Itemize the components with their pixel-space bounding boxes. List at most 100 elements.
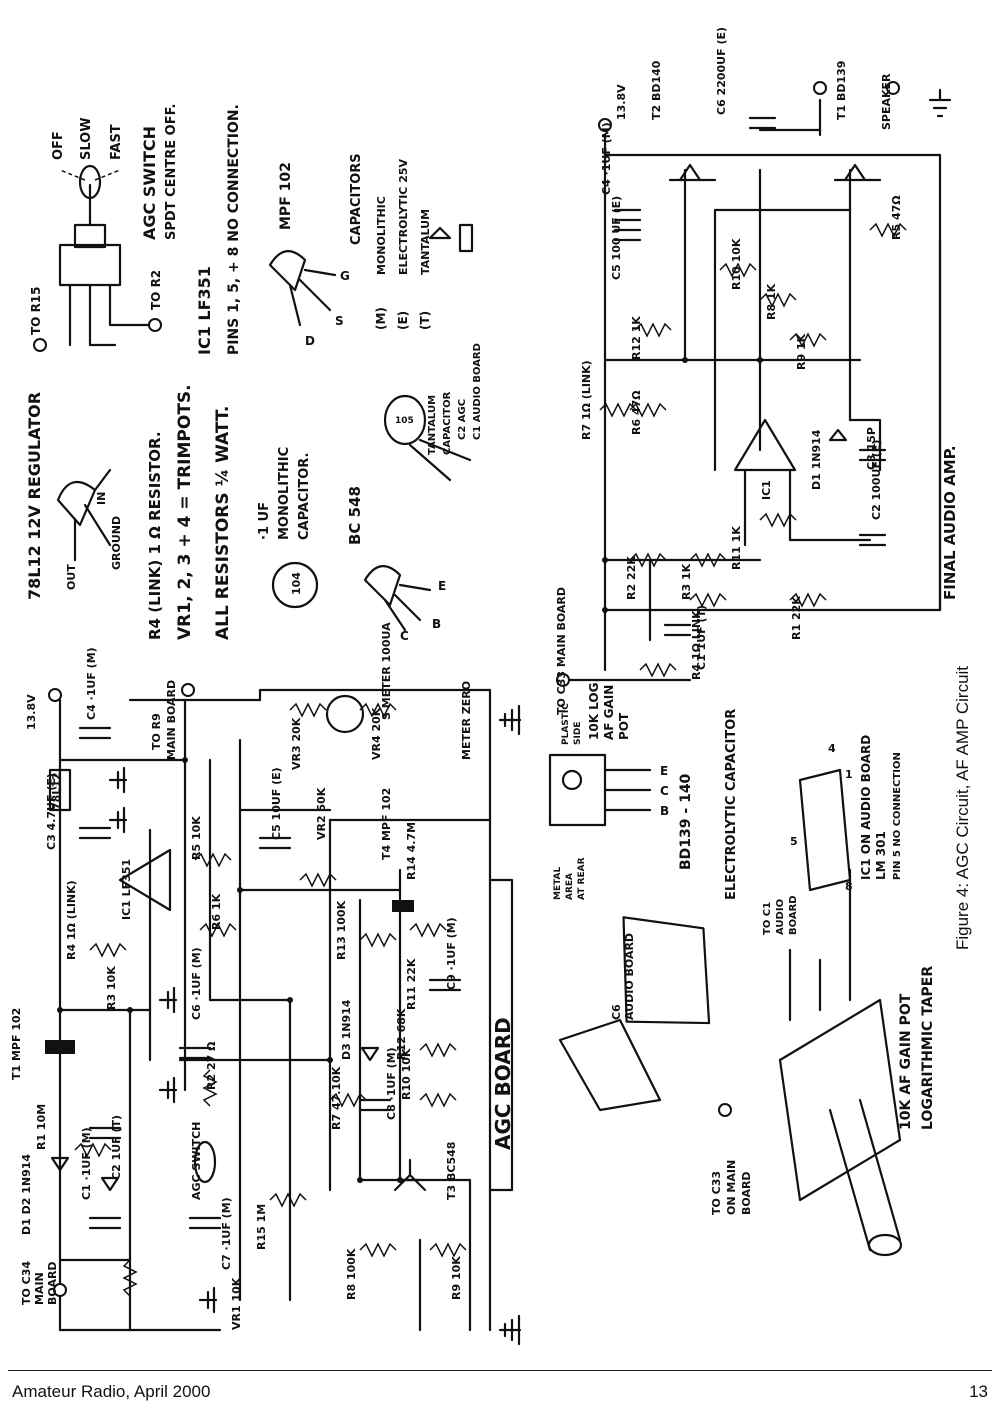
pot-label-2: AF GAIN xyxy=(602,685,616,740)
bd-pin-c: C xyxy=(660,784,669,798)
audio-part-label: C6 2200UF (E) xyxy=(715,27,728,115)
agc-part-label: T1 MPF 102 xyxy=(10,1008,23,1080)
agc-part-label: R11 22K xyxy=(405,958,418,1010)
schematic-diagram: 78L12 12V REGULATOR OUT GROUND IN R4 (LI… xyxy=(10,27,959,1346)
cap-type-t-name: TANTALUM xyxy=(419,209,432,275)
mpf-pin-g: G xyxy=(340,269,350,283)
speaker-label: SPEAKER xyxy=(880,73,893,130)
agc-in-3: BOARD xyxy=(46,1261,59,1305)
bc548-pin-e: E xyxy=(438,579,446,593)
audio-in-label: TO C33 MAIN BOARD xyxy=(555,587,568,715)
audio-part-label: R2 22K xyxy=(625,556,638,600)
agc-part-label: VR2 50K xyxy=(315,787,328,840)
pot-label-3: POT xyxy=(617,712,631,740)
electrolytic-label: ELECTROLYTIC CAPACITOR xyxy=(724,709,739,900)
audio-part-label: R12 1K xyxy=(630,316,643,360)
agc-part-label: D3 1N914 xyxy=(340,999,353,1060)
agc-part-label: T3 BC548 xyxy=(445,1142,458,1200)
tant-label-1: TANTALUM xyxy=(427,395,438,455)
bd-type: BD139 - 140 xyxy=(678,773,694,870)
agc-part-label: R2 27 Ω xyxy=(205,1041,218,1090)
c6-audio-1: C6 xyxy=(610,1004,623,1020)
agc-part-label: C9 ·1UF (M) xyxy=(445,917,458,990)
to-r15: TO R15 xyxy=(29,286,43,335)
audio-part-label: C3 15P xyxy=(865,427,878,470)
reg-pin-in: IN xyxy=(95,492,108,505)
pot-label-1: 10K LOG. xyxy=(587,678,601,740)
agc-in-1: TO C34 xyxy=(20,1261,33,1305)
audio-part-label: D1 1N914 xyxy=(810,429,823,490)
audio-part-label: C2 100UF (E) xyxy=(870,440,883,520)
audio-part-labels: T2 BD140 C6 2200UF (E) T1 BD139 C4 ·1UF (M)… xyxy=(580,27,903,680)
agc-part-label: R6 1K xyxy=(210,893,223,930)
agc-part-label: D1 D2 1N914 xyxy=(20,1154,33,1235)
agc-part-label: R4 1Ω (LINK) xyxy=(65,880,78,960)
chip-pin-4: 4 xyxy=(828,742,836,755)
resistors-note: ALL RESISTORS ¼ WATT. xyxy=(213,406,233,640)
agc-part-label: R8 100K xyxy=(345,1248,358,1300)
agc-part-label: C2 1UF (T) xyxy=(110,1115,123,1180)
plastic-side-1: PLASTIC xyxy=(561,703,571,745)
to-c1-2: AUDIO xyxy=(775,899,786,935)
agc-part-label: R7 47.10K xyxy=(330,1066,343,1130)
agc-part-label: C6 ·1UF (M) xyxy=(190,947,203,1020)
audio-part-label: T1 BD139 xyxy=(835,61,848,120)
cap-type-t-code: (T) xyxy=(418,311,432,330)
to-r2: TO R2 xyxy=(149,270,163,310)
audio-part-label: R6 47Ω xyxy=(630,390,643,435)
bd-pin-b: B xyxy=(660,804,669,818)
agc-part-label: R3 10K xyxy=(105,966,118,1010)
chip-pin-5: 5 xyxy=(790,835,798,848)
r4-link-note: R4 (LINK) 1 Ω RESISTOR. xyxy=(146,431,164,640)
tant-label-2: CAPACITOR xyxy=(442,391,453,455)
capacitors-title: CAPACITORS xyxy=(349,153,364,245)
agc-part-label: R5 10K xyxy=(190,816,203,860)
metal-area-2: AREA xyxy=(565,873,575,900)
agc-part-label: VR4 20K xyxy=(370,707,383,760)
page-number: 13 xyxy=(969,1382,988,1401)
audio-part-label: IC1 xyxy=(760,480,773,500)
metal-area-3: AT REAR xyxy=(577,857,587,900)
figure-caption: Figure 4: AGC Circuit, AF AMP Circuit xyxy=(953,665,972,951)
to-c33-2: ON MAIN xyxy=(725,1160,738,1215)
audio-part-label: R3 1K xyxy=(680,563,693,600)
agc-part-label: VR1 10K xyxy=(230,1277,243,1330)
agc-part-label: R13 100K xyxy=(335,900,348,960)
audio-amp-circuit xyxy=(556,81,952,687)
agc-circuit xyxy=(45,683,522,1346)
cap-type-m-code: (M) xyxy=(374,307,388,330)
agc-switch-note-2: SPDT CENTRE OFF. xyxy=(164,104,179,241)
tant-code: 105 xyxy=(395,416,414,426)
agc-part-label: R14 4.7M xyxy=(405,822,418,880)
cap-desc-3: CAPACITOR. xyxy=(297,453,312,540)
agc-part-label: R12 68K xyxy=(395,1008,408,1060)
ic-chip-3: PIN 5 NO CONNECTION xyxy=(892,752,903,880)
regulator-note: 78L12 12V REGULATOR xyxy=(25,392,44,600)
agc-part-label: C5 10UF (E) xyxy=(270,767,283,840)
tant-label-4: C1 AUDIO BOARD xyxy=(472,343,483,440)
switch-fast: FAST xyxy=(109,124,124,160)
bc548-pin-c: C xyxy=(400,629,409,643)
cap-type-m-name: MONOLITHIC xyxy=(375,196,388,275)
footer-divider xyxy=(8,1370,992,1371)
chip-pin-1: 1 xyxy=(845,768,853,781)
audio-part-label: R11 1K xyxy=(730,526,743,570)
to-c33-1: TO C33 xyxy=(710,1171,723,1215)
audio-part-label: R5 47Ω xyxy=(890,195,903,240)
mpf102-note: MPF 102 xyxy=(278,162,294,230)
ic-chip-1: IC1 ON AUDIO BOARD xyxy=(859,735,873,880)
agc-part-label: METER ZERO xyxy=(460,681,473,760)
audio-part-label: R4 1Ω LINK xyxy=(690,610,703,680)
agc-part-label: C8 ·1UF (M) xyxy=(385,1047,398,1120)
agc-part-label: C4 ·1UF (M) xyxy=(85,647,98,720)
switch-off: OFF xyxy=(51,131,66,160)
agc-part-label: T4 MPF 102 xyxy=(380,788,393,860)
agc-part-label: VR3 20K xyxy=(290,717,303,770)
ic1-pins-note: PINS 1, 5, + 8 NO CONNECTION. xyxy=(226,104,242,355)
audio-part-label: T2 BD140 xyxy=(650,60,663,120)
notes-graphics xyxy=(33,164,474,632)
audio-part-label: C4 ·1UF (M) xyxy=(600,122,613,195)
cap-type-e-code: (E) xyxy=(396,311,410,330)
